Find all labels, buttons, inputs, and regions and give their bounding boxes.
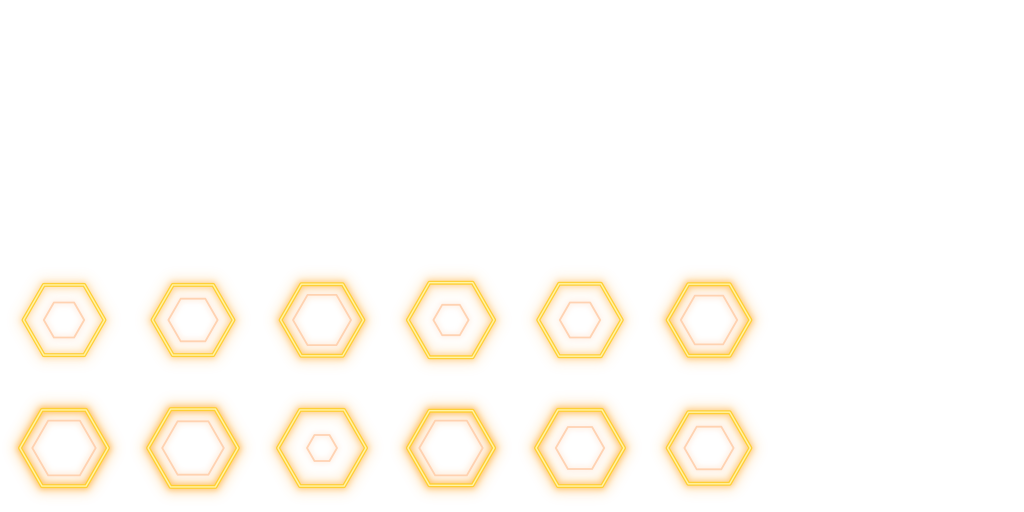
hex-frame-6: [660, 277, 758, 363]
hex-outer-core: [147, 408, 239, 488]
hex-inner-glow: [290, 292, 354, 348]
hex-frame-1: [16, 277, 112, 363]
hex-inner-ring: [161, 420, 225, 476]
hex-frame-12: [660, 405, 758, 491]
hex-outer-ring: [405, 280, 497, 360]
hex-inner-ring: [31, 419, 97, 477]
hex-inner-glow: [29, 418, 99, 478]
hex-frame-10: [400, 403, 502, 493]
hex-frame-11: [529, 402, 631, 494]
hex-inner-glow: [159, 418, 227, 478]
hex-frame-7: [13, 402, 115, 494]
hex-outer-core: [535, 409, 625, 487]
hex-outer-core: [666, 283, 752, 357]
hex-inner-glow: [165, 296, 221, 344]
hex-outer-core: [537, 283, 623, 357]
hex-outer-core: [407, 282, 495, 358]
hex-inner-ring: [554, 426, 606, 470]
hex-inner-ring: [558, 301, 602, 339]
hex-inner-glow: [678, 293, 740, 347]
hex-inner-ring: [42, 301, 86, 339]
hex-frame-9: [271, 402, 373, 494]
hex-outer-ring: [276, 407, 368, 489]
hex-inner-ring: [432, 303, 470, 337]
hex-frames: [13, 275, 758, 494]
hex-frame-4: [400, 275, 502, 365]
hex-frame-8: [141, 402, 245, 494]
hex-frame-5: [531, 276, 629, 364]
hex-inner-ring: [306, 434, 338, 462]
hex-frame-2: [145, 277, 241, 363]
hex-outer-ring: [21, 282, 107, 358]
hex-outer-ring: [150, 282, 236, 358]
hex-inner-ring: [679, 294, 739, 346]
hex-inner-glow: [553, 424, 607, 472]
hex-outer-core: [22, 284, 106, 356]
hex-inner-ring: [167, 297, 219, 343]
hex-outer-ring: [536, 281, 624, 359]
hex-outer-ring: [665, 410, 753, 486]
hex-inner-glow: [681, 424, 737, 472]
hex-inner-glow: [416, 418, 486, 478]
hex-inner-ring: [292, 293, 352, 347]
hex-outer-core: [666, 411, 752, 485]
hex-outer-core: [279, 283, 365, 357]
hex-outer-core: [277, 409, 367, 487]
hex-inner-ring: [418, 419, 484, 477]
hex-frame-3: [273, 277, 371, 363]
hex-outer-core: [19, 409, 109, 487]
hex-outer-ring: [534, 407, 626, 489]
hex-inner-ring: [683, 425, 735, 471]
hex-outer-core: [151, 284, 235, 356]
hex-outer-core: [407, 410, 495, 486]
